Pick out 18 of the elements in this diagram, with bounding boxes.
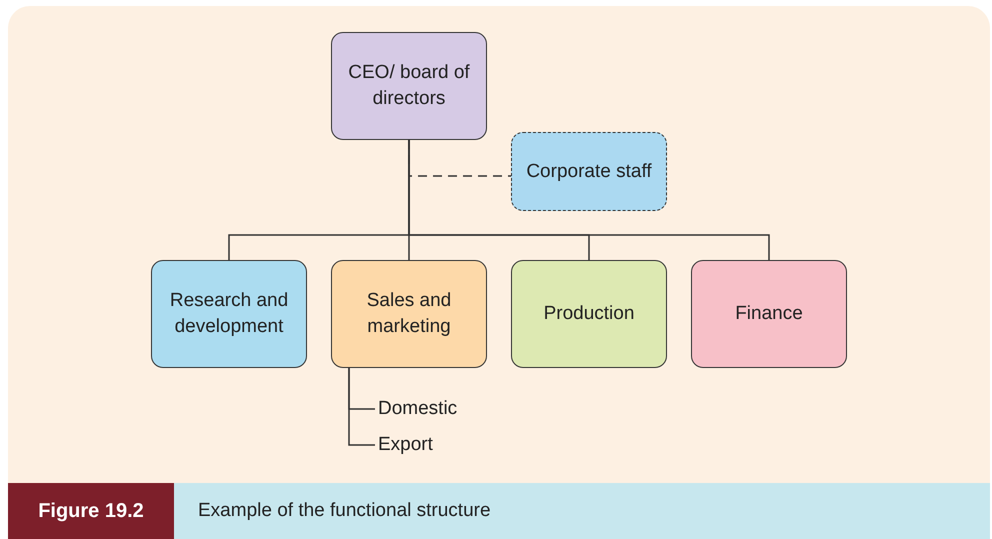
- department-box: [331, 32, 487, 140]
- box-label: Sales and marketing: [366, 289, 452, 339]
- sub-unit-label: Export: [378, 432, 488, 458]
- box-label: CEO/ board of directors: [347, 61, 471, 111]
- box-label: Finance: [735, 302, 803, 326]
- department-box: [691, 260, 847, 368]
- box-label: Corporate staff: [526, 160, 652, 184]
- department-box: [151, 260, 307, 368]
- department-box: [331, 260, 487, 368]
- connector-line: [408, 140, 770, 260]
- figure-number: Figure 19.2: [8, 483, 174, 539]
- box-label: Research and development: [168, 289, 290, 339]
- figure-caption: Example of the functional structure: [174, 483, 990, 539]
- connector-line: [348, 368, 375, 446]
- sub-unit-label: Domestic: [378, 396, 488, 422]
- box-label: Production: [544, 302, 634, 326]
- staff-box: [511, 132, 667, 211]
- department-box: [511, 260, 667, 368]
